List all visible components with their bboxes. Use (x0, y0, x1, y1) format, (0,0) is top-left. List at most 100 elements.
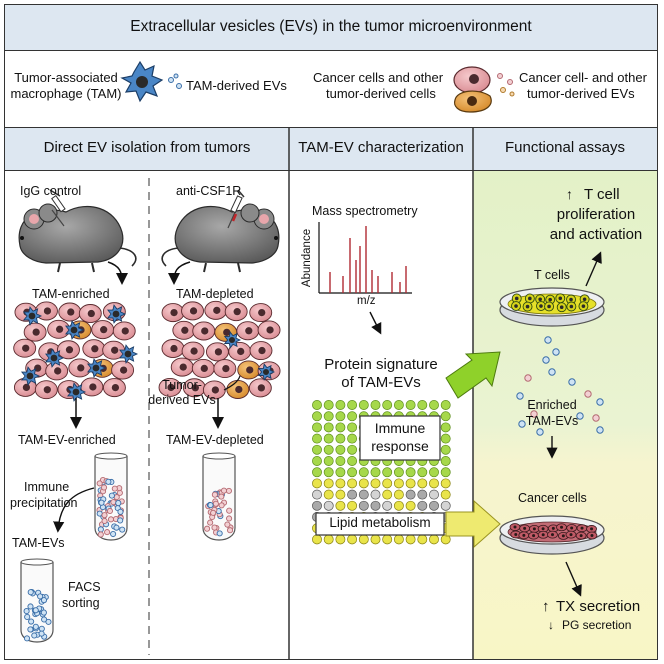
signature-dot (312, 400, 322, 410)
ev-dot (113, 524, 120, 531)
ev-dot (24, 613, 31, 620)
signature-dot (323, 489, 334, 500)
ev-dot (552, 348, 560, 356)
signature-dot (382, 534, 393, 545)
signature-dot (335, 534, 346, 545)
ev-dot (31, 632, 38, 639)
legend-cancer-evs-icon (497, 73, 515, 97)
label-immune-response-2: response (371, 438, 429, 454)
immune-response-box (359, 415, 441, 461)
ev-dot (37, 593, 44, 600)
ev-dot (592, 414, 600, 422)
ev-dot (224, 521, 231, 528)
ev-dot (107, 516, 114, 523)
ev-dot (101, 484, 108, 491)
ev-dot (530, 410, 538, 418)
lipid-metabolism-box (315, 512, 445, 536)
signature-dot (440, 400, 451, 410)
ev-dot (216, 530, 223, 537)
label-tcell-3: and activation (549, 226, 643, 243)
signature-dot (312, 444, 322, 455)
ev-dot (211, 491, 218, 498)
panel-title-bar (5, 127, 657, 171)
signature-dot (393, 534, 404, 545)
label-facs-1: FACS (68, 580, 101, 594)
signature-dot (417, 534, 428, 545)
signature-dot (440, 478, 451, 489)
ev-dot (596, 426, 604, 434)
arrow-ms-to-signature (369, 311, 382, 335)
signature-dot (312, 478, 322, 489)
label-anti-csf1r: anti-CSF1R (176, 184, 242, 198)
label-immune-2: precipitation (10, 496, 78, 510)
signature-dot (405, 400, 416, 410)
signature-dot (335, 478, 346, 489)
signature-dot (440, 422, 451, 433)
signature-dot (335, 411, 346, 422)
label-immune-response-1: Immune (374, 420, 426, 436)
signature-dot (312, 422, 322, 433)
legend-tam-icon (120, 60, 164, 103)
label-tcell-1: T cell (584, 186, 620, 203)
ev-dot (210, 509, 217, 516)
arrow-tumor-derived (223, 375, 241, 391)
ev-dot (548, 368, 556, 376)
ev-dot (596, 398, 604, 406)
tam-depleted-tissue (158, 300, 281, 400)
legend-tam-evs-icon (168, 73, 182, 89)
signature-dot (358, 400, 369, 410)
ev-dot (204, 525, 211, 532)
label-signature-2: of TAM-EVs (341, 374, 421, 391)
signature-dot (347, 456, 358, 466)
signature-dot (440, 433, 451, 444)
signature-dot (347, 444, 358, 455)
signature-dot (440, 500, 451, 511)
signature-dot (347, 411, 358, 422)
ev-dot (207, 519, 214, 526)
label-igg-control: IgG control (20, 184, 82, 198)
label-tam-enriched: TAM-enriched (32, 287, 110, 301)
signature-dot (323, 500, 334, 511)
signature-dot (358, 500, 369, 511)
ev-dot (218, 502, 225, 509)
signature-dot (382, 500, 393, 511)
label-ev-depleted: TAM-EV-depleted (166, 433, 264, 447)
ev-dot (542, 356, 550, 364)
legend-cancer-cell-icon (453, 66, 492, 113)
label-lipid-metabolism: Lipid metabolism (329, 515, 431, 530)
ev-dot (117, 508, 124, 515)
signature-dot (335, 444, 346, 455)
ev-dot (101, 512, 108, 519)
ev-dot (227, 527, 234, 534)
ev-dot (23, 635, 31, 642)
signature-dot (440, 411, 451, 422)
mouse-igg-control (18, 203, 137, 273)
signature-dot (405, 500, 416, 511)
ev-dot (536, 428, 544, 436)
signature-dot (323, 422, 334, 433)
legend-cancer-label-1: Cancer cells and other (313, 70, 444, 85)
ev-dot (97, 526, 104, 533)
ev-dot (40, 609, 47, 616)
panel-title-functional: Functional assays (504, 139, 626, 156)
arrow-cancer-down (565, 561, 582, 597)
signature-dot (347, 489, 358, 500)
signature-dot (417, 400, 428, 410)
signature-dot (393, 500, 404, 511)
signature-dot (335, 422, 346, 433)
tube-ev-depleted-contents (204, 487, 234, 537)
label-abundance: Abundance (301, 228, 314, 288)
syringe-right (227, 189, 245, 229)
ev-dot (45, 618, 52, 625)
tcell-up-arrow: ↑ (566, 186, 573, 202)
t-cells (511, 293, 590, 313)
signature-dot (382, 400, 393, 410)
ev-dot (584, 390, 592, 398)
signature-dot (347, 500, 358, 511)
signature-dot (393, 489, 404, 500)
ev-dot (110, 530, 117, 538)
enriched-tam-evs (516, 336, 604, 436)
ev-dot (516, 392, 524, 400)
signature-dot (370, 467, 381, 478)
legend-cancer-evs-label-2: tumor-derived EVs (527, 86, 635, 101)
